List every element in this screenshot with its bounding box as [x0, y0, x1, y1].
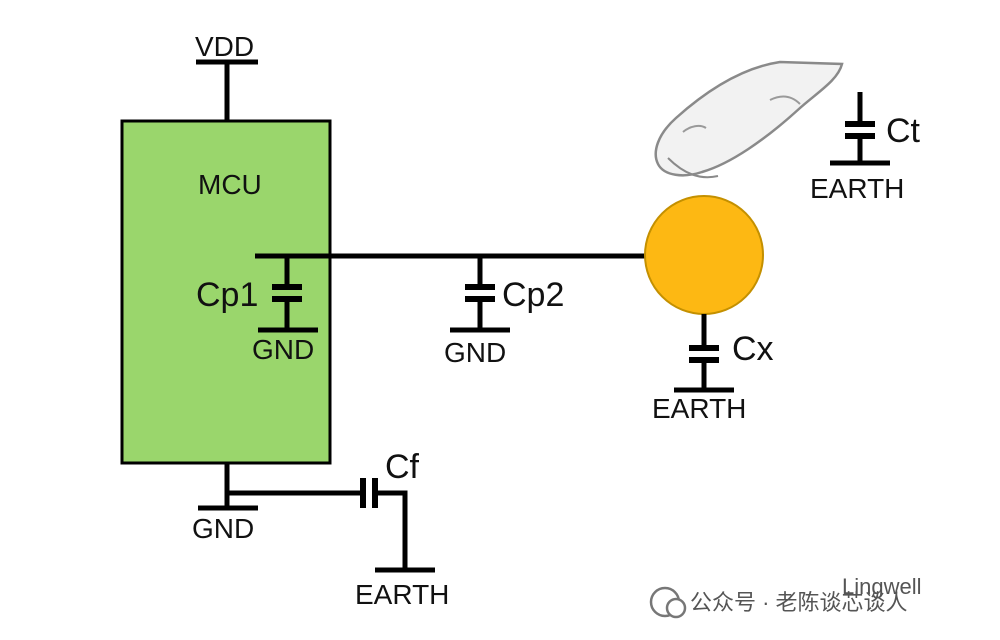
cx-earth-label: EARTH [652, 393, 746, 424]
mcu-gnd-label: GND [192, 513, 254, 544]
ct-earth-label: EARTH [810, 173, 904, 204]
cf-earth-label: EARTH [355, 579, 449, 610]
cx-label: Cx [732, 330, 774, 368]
cf-right-wire [377, 490, 408, 570]
wechat-icon [649, 586, 687, 619]
mcu-label: MCU [198, 169, 262, 200]
cp1-label: Cp1 [196, 276, 258, 314]
cf-label: Cf [385, 448, 420, 486]
vdd-label: VDD [195, 31, 254, 62]
cp2-label: Cp2 [502, 276, 564, 314]
finger-icon [654, 60, 844, 179]
mcu-block [120, 119, 332, 465]
ct-label: Ct [886, 112, 921, 150]
watermark-account: 公众号 · 老陈谈芯谈人 [690, 590, 908, 615]
cp2-gnd-label: GND [444, 337, 506, 368]
touch-electrode [644, 195, 764, 315]
watermark-brand: Lingwell [842, 574, 922, 599]
cp1-gnd-label: GND [252, 334, 314, 365]
